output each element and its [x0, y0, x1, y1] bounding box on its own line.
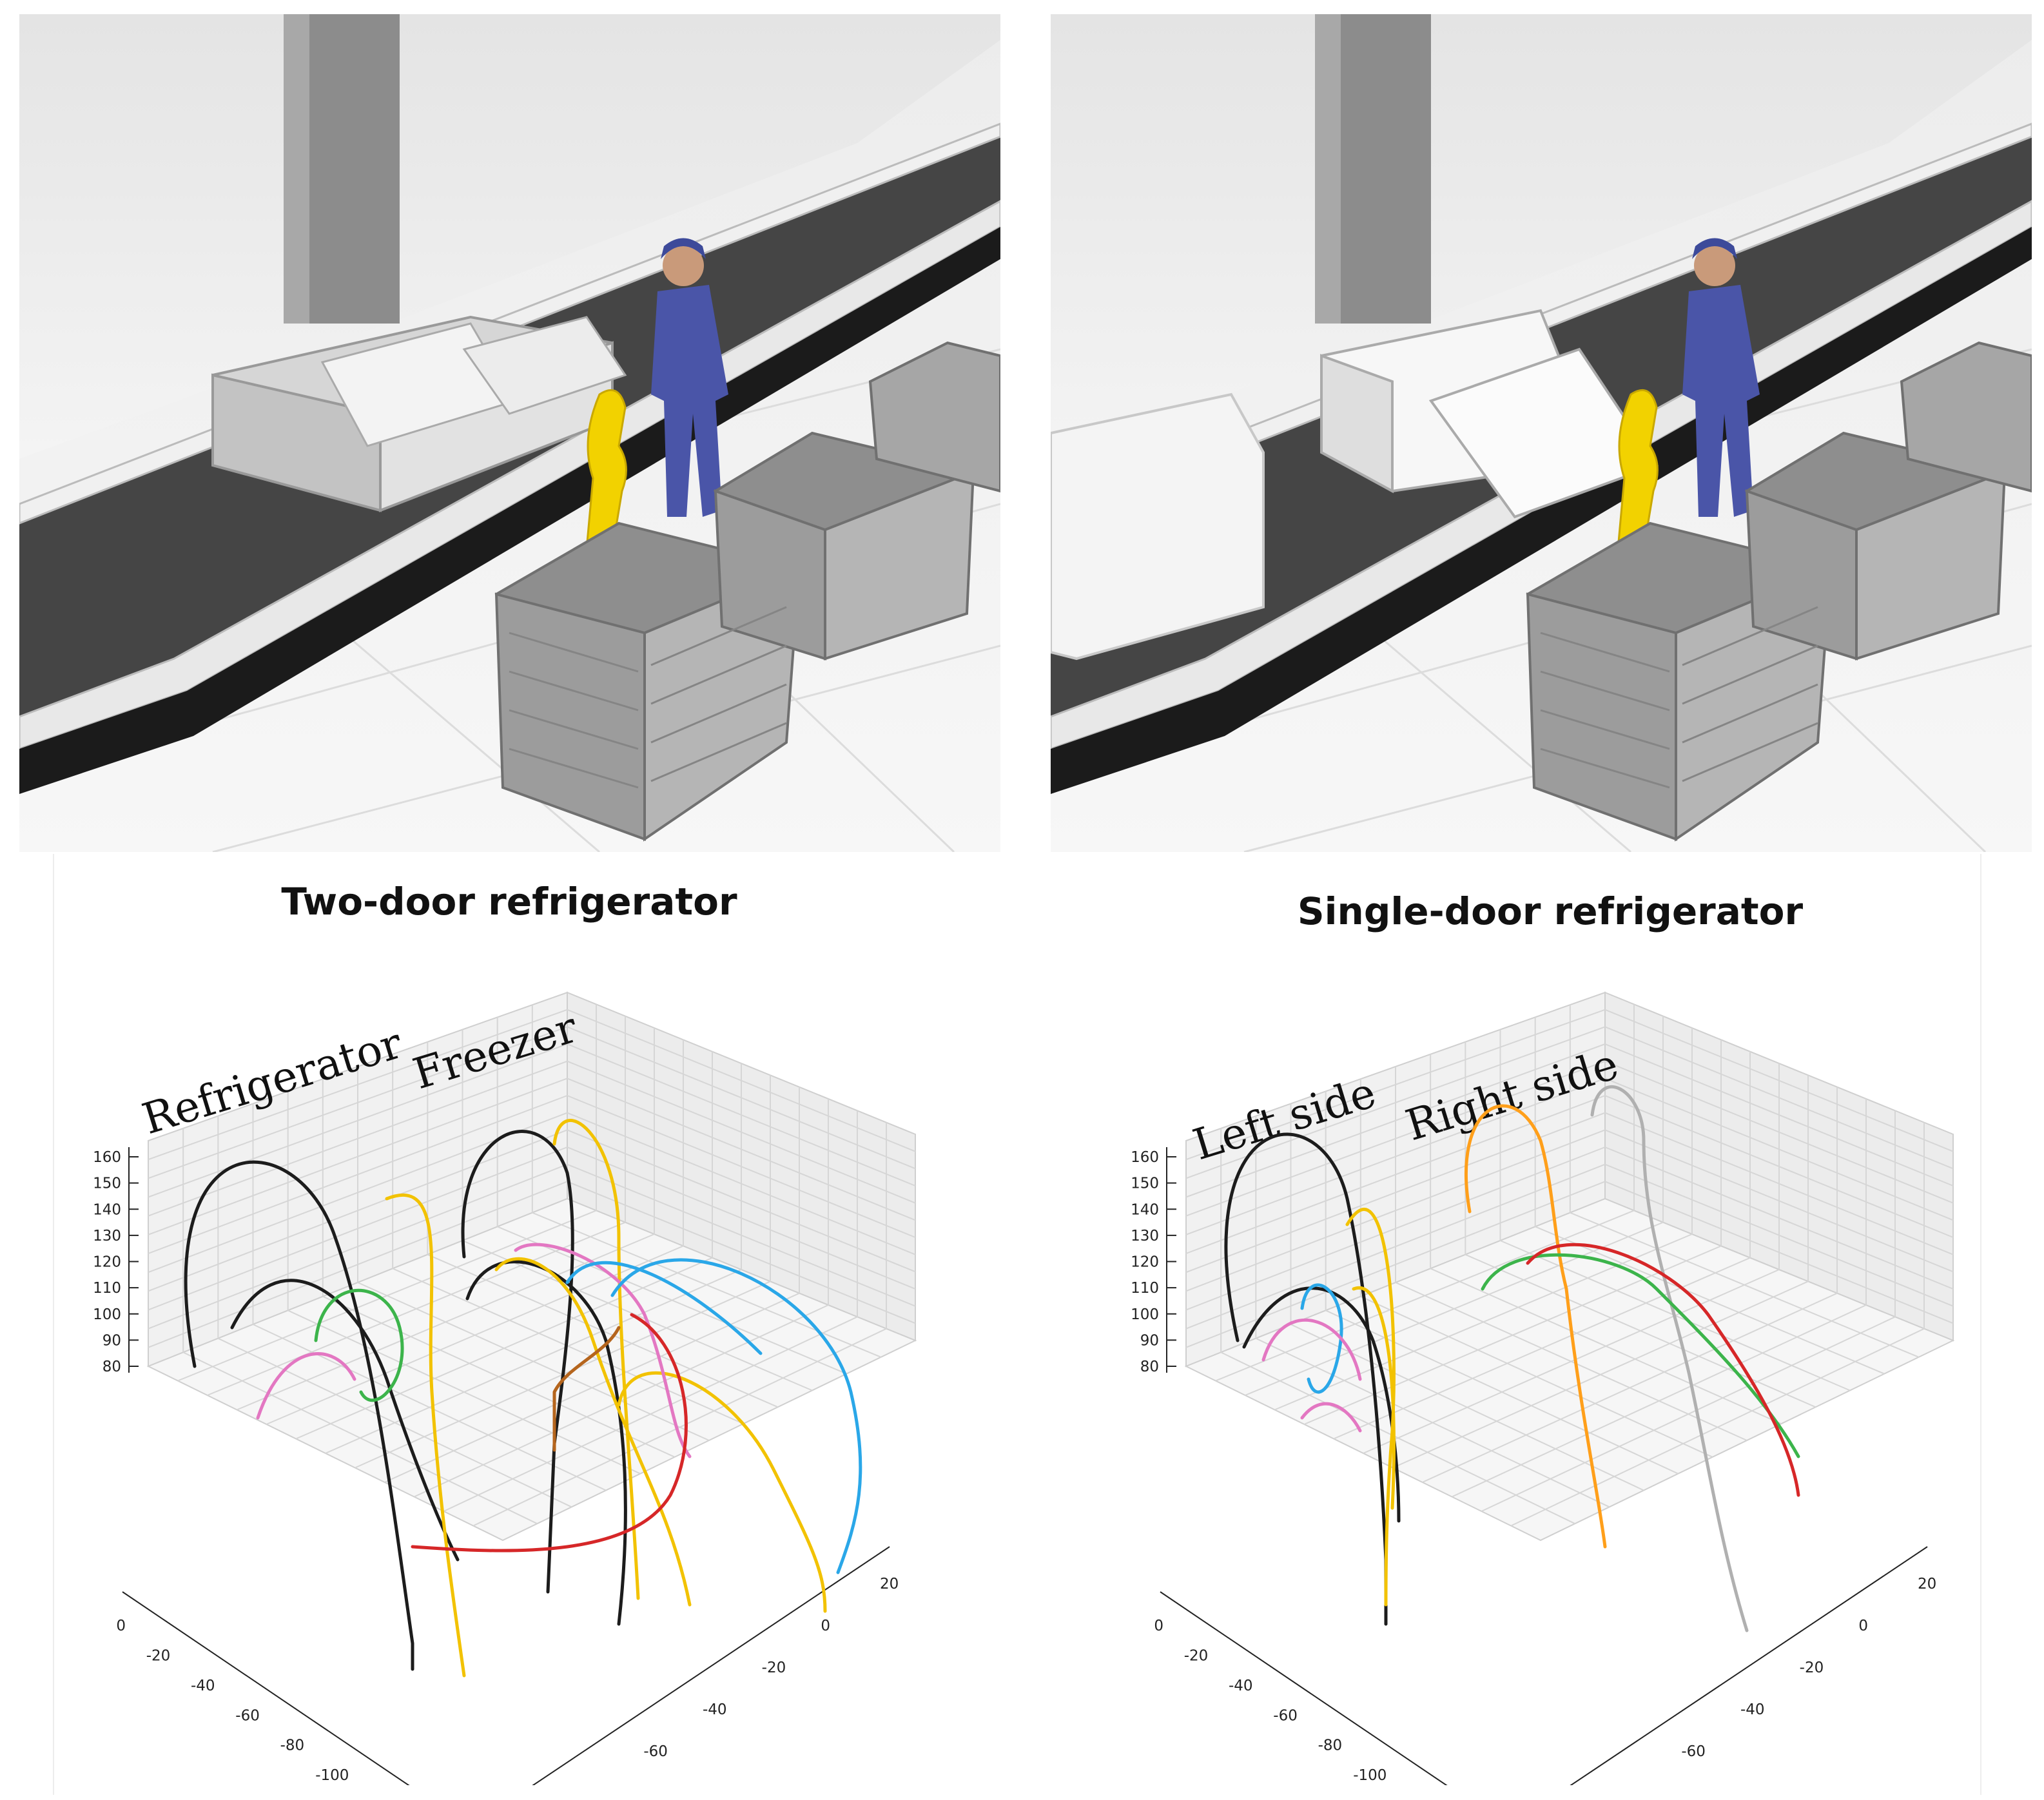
z-tick-label: 150: [1131, 1176, 1159, 1192]
trajectory-line: [256, 1352, 356, 1420]
y-tick-label: -40: [1229, 1678, 1253, 1694]
x-tick-label: -40: [703, 1701, 727, 1718]
y-axis-line: [1160, 1591, 1448, 1785]
x-tick-label: -20: [762, 1660, 786, 1676]
y-tick-label: 0: [1154, 1618, 1163, 1634]
plot-single-door: 80 90 100 110 120 130 140 150 160 0 -20 -40 -60 -80 -1…: [1089, 928, 2044, 1785]
z-tick-label: 120: [93, 1254, 121, 1271]
x-tick-label: 0: [1858, 1618, 1868, 1634]
z-tick-label: 140: [1131, 1201, 1159, 1218]
z-tick-label: 110: [1131, 1280, 1159, 1297]
trajectory-line: [565, 1261, 763, 1355]
z-tick-label: 80: [102, 1359, 121, 1375]
z-tick-label: 80: [1140, 1359, 1159, 1375]
chart-svg-left: 80 90 100 110 120 130 140 150 160 0 -20 -40 -60 -80 -1…: [93, 991, 917, 1785]
trajectory-line: [411, 1313, 688, 1553]
trajectory-line: [514, 1243, 692, 1458]
trajectory-line: [230, 1279, 460, 1562]
gridline: [1604, 1181, 1954, 1324]
y-tick-label: -100: [1353, 1767, 1387, 1784]
z-tick-label: 130: [1131, 1228, 1159, 1244]
axes: 80 90 100 110 120 130 140 150 160 0 -20 -40 -60 -80 -1…: [93, 1147, 899, 1785]
z-tick-label: 90: [1140, 1332, 1159, 1349]
trajectory-line: [1300, 1402, 1362, 1433]
x-axis-line: [1570, 1546, 1928, 1785]
chart-title-right: Single-door refrigerator: [1297, 889, 1804, 933]
x-tick-label: -40: [1740, 1701, 1765, 1718]
trajectories: [184, 1119, 862, 1678]
y-tick-label: -60: [1273, 1707, 1298, 1724]
grid: [146, 991, 917, 1542]
factory-conveyor-scene-icon: [19, 14, 1000, 852]
gridline: [443, 1316, 858, 1512]
z-tick-label: 100: [1131, 1306, 1159, 1323]
trajectory-line: [494, 1257, 692, 1607]
axes: 80 90 100 110 120 130 140 150 160 0 -20 -40 -60 -80 -1…: [1131, 1147, 1936, 1785]
z-tick-label: 90: [102, 1332, 121, 1349]
gridline: [148, 1163, 568, 1330]
trajectory-line: [552, 1119, 640, 1600]
x-axis-line: [532, 1546, 890, 1785]
gridline: [1570, 1212, 1920, 1358]
plot-two-door: 80 90 100 110 120 130 140 150 160 0 -20 -40 -60 -80 -1…: [52, 928, 1031, 1785]
x-tick-label: -60: [1681, 1743, 1706, 1760]
y-tick-label: -20: [146, 1647, 171, 1664]
z-tick-label: 160: [93, 1149, 121, 1166]
trajectory-line: [385, 1193, 466, 1678]
trajectory-line: [314, 1288, 404, 1402]
x-tick-label: 0: [821, 1618, 830, 1634]
y-tick-label: -20: [1184, 1647, 1209, 1664]
y-tick-label: -100: [315, 1767, 349, 1784]
z-tick-label: 160: [1131, 1149, 1159, 1166]
gridline: [472, 1328, 887, 1527]
trajectory-line: [1526, 1243, 1800, 1497]
gridline: [1510, 1328, 1925, 1527]
gridline: [567, 1163, 916, 1307]
x-tick-label: -20: [1800, 1660, 1824, 1676]
panel-border-left: [53, 854, 54, 1795]
gridline: [567, 1181, 916, 1324]
y-tick-label: -80: [280, 1737, 305, 1754]
chart-svg-right: 80 90 100 110 120 130 140 150 160 0 -20 -40 -60 -80 -1…: [1131, 991, 1955, 1785]
x-tick-label: 20: [880, 1576, 899, 1592]
trajectory-line: [1261, 1318, 1362, 1381]
gridline: [148, 1181, 568, 1348]
trajectory-line: [1481, 1253, 1800, 1458]
chart-title-left: Two-door refrigerator: [281, 880, 737, 924]
factory-conveyor-scene-icon: [1051, 14, 2032, 852]
gridline: [1185, 1163, 1606, 1330]
grid: [1184, 991, 1955, 1542]
gridline: [1481, 1316, 1896, 1512]
z-tick-label: 140: [93, 1201, 121, 1218]
y-axis-line: [122, 1591, 410, 1785]
z-tick-label: 150: [93, 1176, 121, 1192]
gridline: [532, 1212, 882, 1358]
y-tick-label: -80: [1318, 1737, 1343, 1754]
y-tick-label: -40: [191, 1678, 215, 1694]
z-tick-label: 110: [93, 1280, 121, 1297]
x-tick-label: 20: [1918, 1576, 1936, 1592]
panel-border-right: [1980, 854, 1981, 1795]
y-tick-label: 0: [116, 1618, 126, 1634]
trajectory-line: [610, 1258, 862, 1574]
trajectory-line: [1465, 1104, 1607, 1549]
z-tick-label: 120: [1131, 1254, 1159, 1271]
trajectory-line: [1242, 1286, 1401, 1523]
z-tick-label: 100: [93, 1306, 121, 1323]
trajectory-line: [1224, 1132, 1388, 1626]
trajectory-line: [461, 1130, 574, 1594]
y-tick-label: -60: [235, 1707, 260, 1724]
trajectory-line: [617, 1371, 827, 1613]
scene-single-door: [1051, 14, 2032, 852]
gridline: [1185, 1181, 1606, 1348]
trajectory-line: [552, 1326, 621, 1452]
x-tick-label: -60: [643, 1743, 668, 1760]
scene-two-door: [19, 14, 1000, 852]
trajectories: [1224, 1085, 1800, 1632]
z-tick-label: 130: [93, 1228, 121, 1244]
trajectory-line: [184, 1160, 414, 1671]
gridline: [1604, 1163, 1954, 1307]
trajectory-line: [1352, 1286, 1396, 1510]
trajectory-line: [1590, 1085, 1749, 1632]
